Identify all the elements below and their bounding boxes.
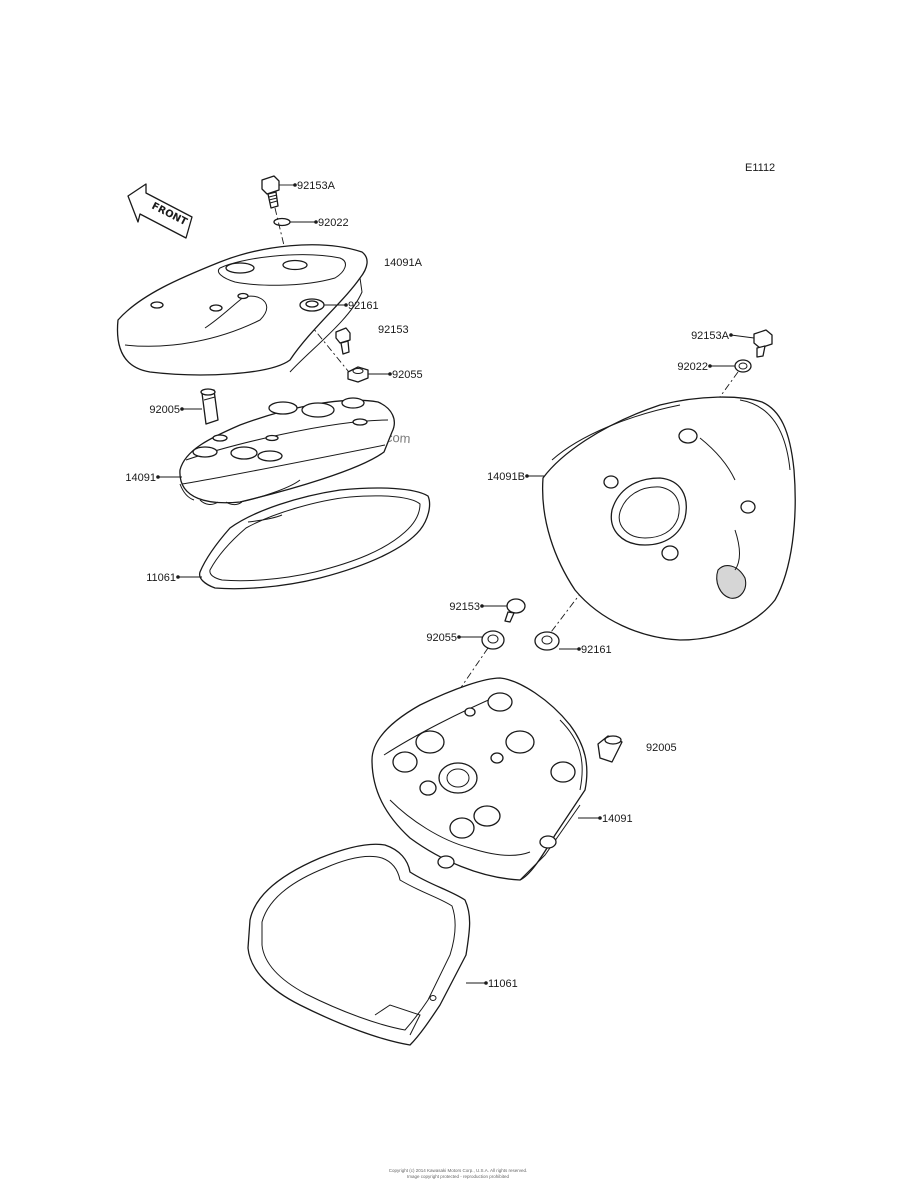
collar-92055-mid: [481, 630, 505, 650]
copyright-line-2: Image copyright protected - reproduction…: [407, 1174, 510, 1179]
bolt-92153a-top: [261, 175, 280, 209]
cylinder-head-14091-top: [179, 397, 395, 506]
leader-dots: [156, 183, 733, 985]
cover-14091b: [541, 396, 796, 641]
grommet-92161-top: [299, 298, 325, 312]
label-92005-top: 92005: [149, 404, 180, 416]
label-92055-mid: 92055: [426, 632, 457, 644]
label-14091-bottom: 14091: [602, 813, 633, 825]
label-14091-top: 14091: [125, 472, 156, 484]
label-92055-top: 92055: [392, 369, 423, 381]
gasket-11061-bottom: [247, 843, 471, 1046]
leader-lines: [158, 184, 755, 984]
label-92022-right: 92022: [677, 361, 708, 373]
plug-92005-right: [597, 735, 623, 763]
label-92153a-top: 92153A: [297, 180, 336, 192]
collar-92055-top: [347, 366, 369, 383]
label-92022-top: 92022: [318, 217, 349, 229]
front-arrow-icon: FRONT: [127, 183, 193, 239]
label-92153-mid: 92153: [449, 601, 480, 613]
bolt-92153a-right: [753, 329, 773, 358]
label-92153-top: 92153: [378, 324, 409, 336]
label-14091a: 14091A: [384, 257, 423, 269]
gasket-11061-top: [198, 487, 431, 590]
plug-92005-top: [200, 388, 219, 425]
label-92005-right: 92005: [646, 742, 677, 754]
label-92153a-right: 92153A: [691, 330, 730, 342]
label-92161-top: 92161: [348, 300, 379, 312]
copyright-line-1: Copyright (c) 2014 Kawasaki Motors Corp.…: [389, 1168, 528, 1173]
washer-92022-right: [734, 359, 752, 373]
washer-92022-top: [273, 217, 291, 227]
bolt-92153-top: [335, 327, 351, 355]
bolt-92153-mid: [504, 598, 526, 623]
grommet-92161-mid: [534, 631, 560, 651]
label-92161-mid: 92161: [581, 644, 612, 656]
label-11061-top: 11061: [146, 572, 176, 584]
label-11061-bottom: 11061: [488, 978, 518, 990]
diagram-code: E1112: [745, 162, 775, 174]
cover-14091a: [116, 244, 368, 376]
cylinder-head-14091-bottom: [371, 677, 588, 881]
centerline-right-b: [544, 589, 584, 641]
label-14091b: 14091B: [487, 471, 525, 483]
